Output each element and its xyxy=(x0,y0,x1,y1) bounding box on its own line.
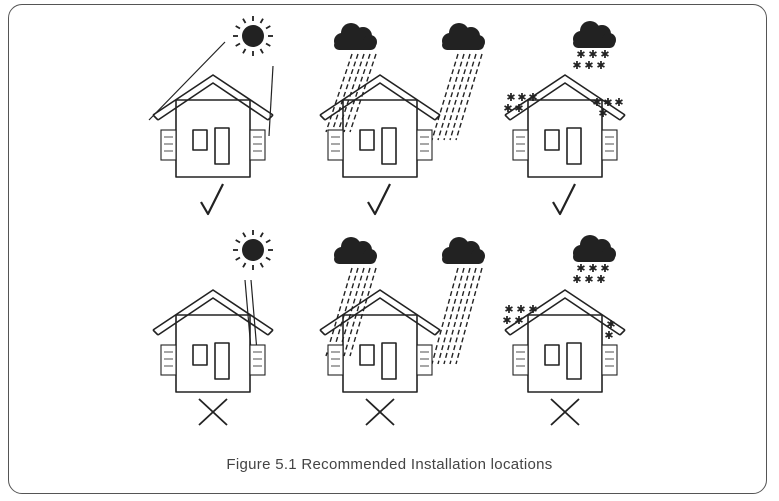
snow-cloud-icon xyxy=(573,21,616,48)
svg-text:✱: ✱ xyxy=(517,91,526,104)
svg-text:✱: ✱ xyxy=(588,262,597,275)
snow-cloud-icon xyxy=(573,235,616,262)
svg-text:✱: ✱ xyxy=(503,102,512,115)
wall-unit-right xyxy=(601,344,618,376)
panel-snow-protected: ✱✱✱✱✱✱✱✱✱✱✱✱✱✱✱ xyxy=(503,21,626,216)
unit-snow-right: ✱✱ xyxy=(604,318,615,342)
svg-text:✱: ✱ xyxy=(516,303,525,316)
wall-unit-left xyxy=(160,344,177,376)
cross-mark-icon xyxy=(550,398,580,426)
panel-rain-protected xyxy=(319,23,485,216)
rain-streaks xyxy=(325,53,377,133)
svg-text:✱: ✱ xyxy=(600,48,609,61)
panel-sun-protected xyxy=(148,16,274,216)
figure-caption: Figure 5.1 Recommended Installation loca… xyxy=(226,456,553,473)
svg-text:✱: ✱ xyxy=(584,273,593,286)
svg-text:✱: ✱ xyxy=(596,273,605,286)
svg-text:✱: ✱ xyxy=(603,96,612,109)
rain-streaks xyxy=(431,53,483,141)
rain-cloud-left-icon xyxy=(334,237,377,264)
wall-unit-left xyxy=(512,344,529,376)
wall-unit-left xyxy=(160,129,177,161)
rain-cloud-right-icon xyxy=(442,23,485,50)
rain-streaks xyxy=(431,267,483,365)
falling-snow: ✱✱✱✱✱✱ xyxy=(572,262,609,286)
check-mark-icon xyxy=(367,183,391,216)
svg-text:✱: ✱ xyxy=(576,262,585,275)
wall-unit-right xyxy=(416,344,433,376)
svg-text:✱: ✱ xyxy=(502,314,511,327)
check-mark-icon xyxy=(552,183,576,216)
svg-text:✱: ✱ xyxy=(600,262,609,275)
svg-text:✱: ✱ xyxy=(604,329,613,342)
svg-text:✱: ✱ xyxy=(588,48,597,61)
wall-unit-left xyxy=(327,344,344,376)
cross-mark-icon xyxy=(198,398,228,426)
roof-snow-left: ✱✱✱✱✱ xyxy=(503,91,537,115)
roof-snow-right: ✱✱✱✱ xyxy=(592,96,623,120)
svg-text:✱: ✱ xyxy=(596,59,605,72)
svg-text:✱: ✱ xyxy=(606,318,615,331)
check-mark-icon xyxy=(200,183,224,216)
svg-text:✱: ✱ xyxy=(592,96,601,109)
sun-icon xyxy=(233,230,273,270)
cross-mark-icon xyxy=(365,398,395,426)
rain-cloud-left-icon xyxy=(334,23,377,50)
svg-text:✱: ✱ xyxy=(528,303,537,316)
svg-text:✱: ✱ xyxy=(528,91,537,104)
rain-cloud-right-icon xyxy=(442,237,485,264)
wall-unit-right xyxy=(249,344,266,376)
wall-unit-right xyxy=(601,129,618,161)
svg-text:✱: ✱ xyxy=(506,91,515,104)
svg-text:✱: ✱ xyxy=(576,48,585,61)
wall-unit-right xyxy=(249,129,266,161)
panel-snow-exposed: ✱✱✱✱✱✱✱✱✱✱✱✱✱ xyxy=(502,235,626,426)
wall-unit-left xyxy=(327,129,344,161)
falling-snow: ✱✱✱✱✱✱ xyxy=(572,48,609,72)
wall-unit-left xyxy=(512,129,529,161)
svg-text:✱: ✱ xyxy=(614,96,623,109)
wall-unit-right xyxy=(416,129,433,161)
panel-sun-exposed xyxy=(152,230,274,426)
svg-text:✱: ✱ xyxy=(504,303,513,316)
panel-rain-exposed xyxy=(319,237,485,426)
svg-text:✱: ✱ xyxy=(514,102,523,115)
svg-text:✱: ✱ xyxy=(598,107,607,120)
svg-text:✱: ✱ xyxy=(572,59,581,72)
figure-frame xyxy=(8,4,767,494)
rain-streaks xyxy=(325,267,377,357)
svg-text:✱: ✱ xyxy=(584,59,593,72)
svg-text:✱: ✱ xyxy=(572,273,581,286)
sun-icon xyxy=(233,16,273,56)
